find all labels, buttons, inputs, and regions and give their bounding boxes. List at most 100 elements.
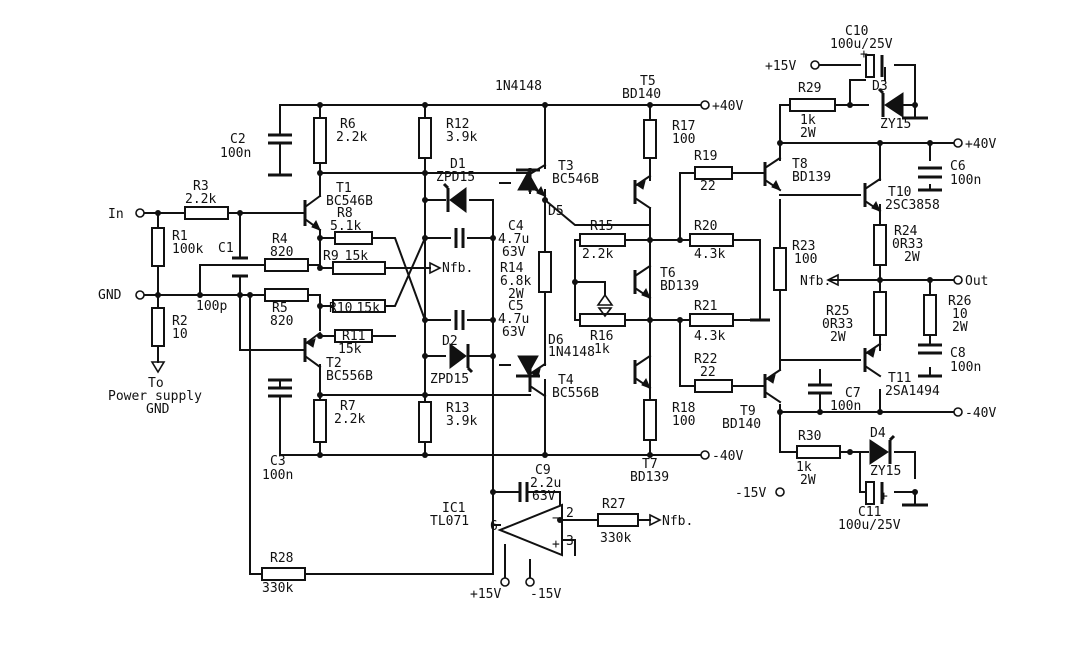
capacitors: + +	[232, 47, 942, 505]
c3	[268, 379, 292, 431]
label-nfb-c: Nfb.	[800, 274, 831, 289]
terminals	[135, 60, 963, 587]
c8	[918, 343, 942, 355]
label-d1-part: 1N4148	[495, 79, 542, 94]
r16	[579, 313, 626, 327]
t2	[303, 331, 322, 369]
signal-labels: In GND To Power supply GND Nfb. Nfb. Nfb…	[98, 59, 996, 602]
label-in: In	[108, 207, 124, 222]
r8	[334, 231, 373, 245]
label-p15-a: +15V	[765, 59, 796, 74]
r6	[313, 117, 327, 164]
diodes	[442, 87, 904, 465]
pin-3: 3	[566, 534, 574, 549]
r23	[773, 247, 787, 291]
t10	[863, 177, 882, 213]
label-p40-b: +40V	[965, 137, 996, 152]
label-nfb-b: Nfb.	[662, 514, 693, 529]
t8	[763, 156, 782, 192]
label-p40-a: +40V	[712, 99, 743, 114]
r13	[418, 401, 432, 443]
r12	[418, 117, 432, 159]
label-p15-b: +15V	[470, 587, 501, 602]
r1	[151, 227, 165, 267]
ic1-opamp: − +	[497, 503, 563, 557]
r5	[264, 288, 309, 302]
r11	[334, 329, 373, 343]
t6	[633, 264, 652, 300]
r19	[694, 166, 733, 180]
label-out: Out	[965, 274, 988, 289]
r21	[689, 313, 734, 327]
label-d6: D6	[548, 333, 564, 348]
transistors	[303, 156, 882, 404]
label-power-supply: Power supply	[108, 389, 202, 404]
r15	[579, 233, 626, 247]
r29	[789, 98, 836, 112]
r9	[332, 261, 386, 275]
t11	[863, 342, 882, 378]
label-d5: D5	[548, 204, 564, 219]
r17	[643, 119, 657, 159]
svg-text:+: +	[880, 489, 888, 504]
r14	[538, 251, 552, 293]
c10: +	[860, 47, 884, 78]
t9	[763, 368, 782, 404]
r30	[796, 445, 841, 459]
label-to: To	[148, 376, 164, 391]
pin-6: 6	[490, 519, 498, 534]
label-c1: C1	[218, 241, 234, 256]
d2	[449, 343, 474, 374]
r25	[873, 291, 887, 336]
r7	[313, 399, 327, 443]
r4	[264, 258, 309, 272]
resistors	[151, 98, 937, 581]
c4	[454, 228, 465, 248]
r28	[261, 567, 306, 581]
r18	[643, 399, 657, 441]
r26	[923, 294, 937, 336]
t7	[633, 354, 652, 390]
pin-2: 2	[566, 506, 574, 521]
t3	[528, 163, 547, 198]
r3	[184, 206, 229, 220]
c1	[232, 256, 248, 278]
t1	[303, 194, 322, 232]
junctions	[155, 102, 933, 523]
r20	[689, 233, 734, 247]
d1	[442, 182, 467, 213]
label-d6-part: 1N4148	[548, 345, 595, 360]
r27	[597, 513, 639, 527]
